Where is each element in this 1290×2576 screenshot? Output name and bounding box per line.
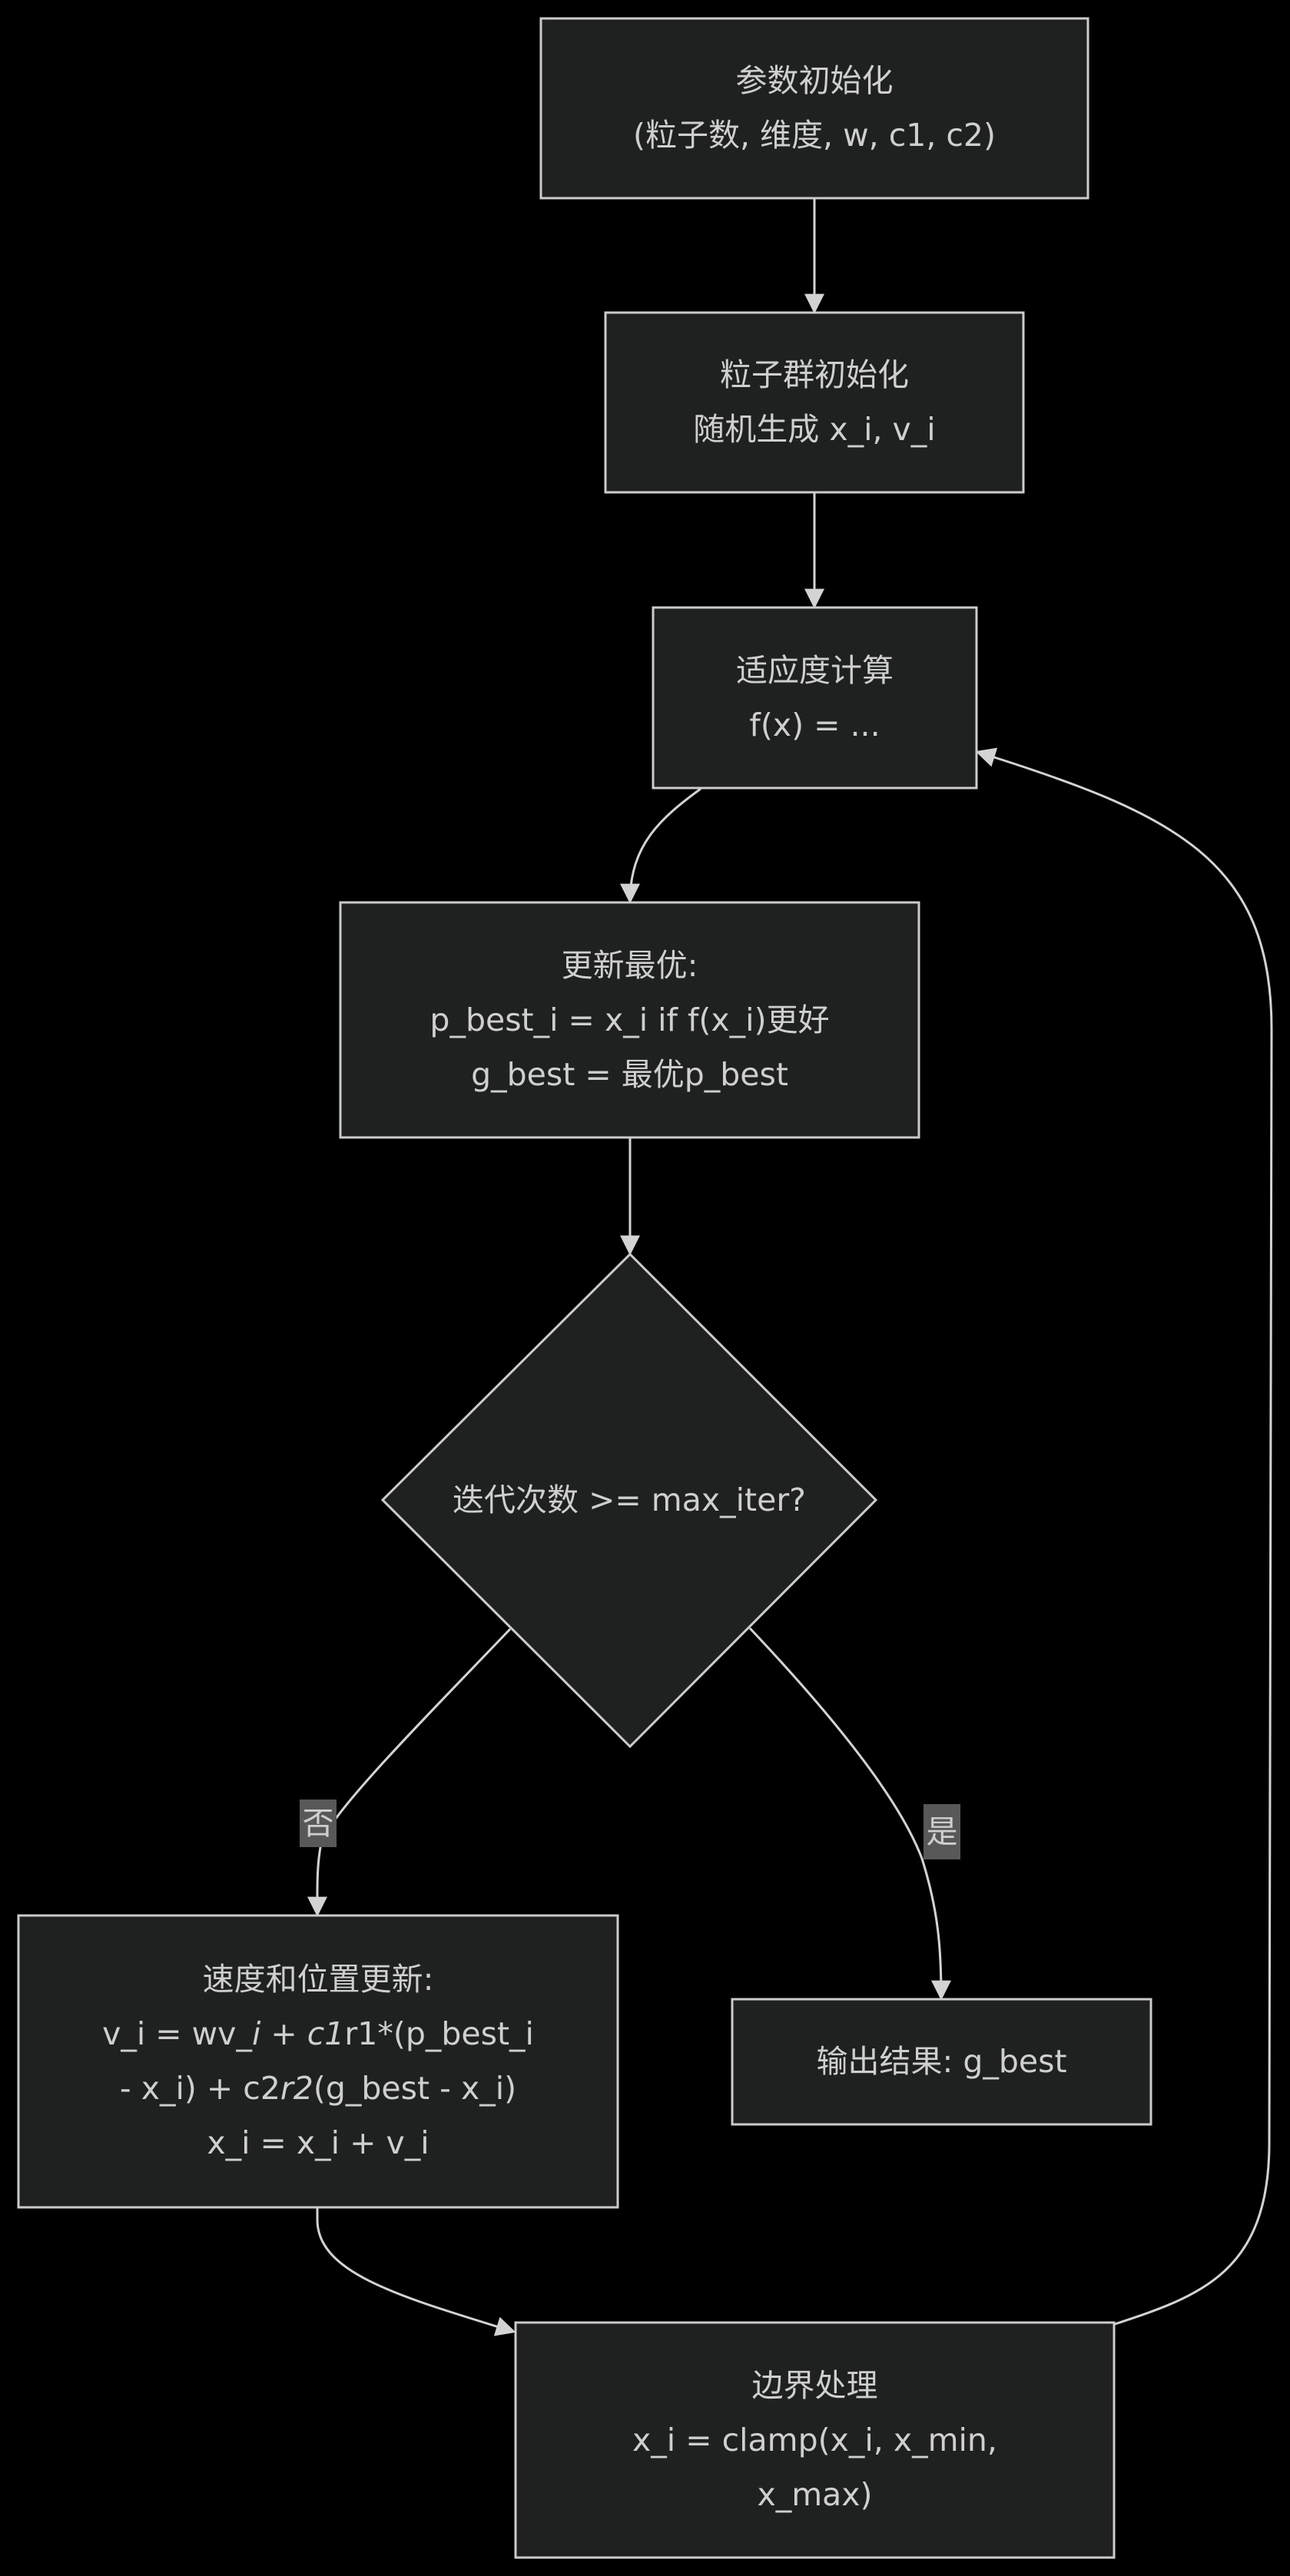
node-fitness[interactable]: [652, 606, 978, 790]
node-decision[interactable]: [380, 1252, 878, 1749]
edge-label-no: 否: [300, 1800, 337, 1847]
node-init-swarm[interactable]: [604, 311, 1025, 494]
node-update-best[interactable]: [339, 901, 920, 1139]
edge-label-yes: 是: [924, 1804, 960, 1859]
edge-decision-no: [307, 1627, 512, 1917]
node-boundary[interactable]: [514, 2321, 1116, 2559]
edge-velocity-to-boundary: [316, 2208, 516, 2336]
node-init-params[interactable]: [539, 17, 1089, 200]
node-output[interactable]: [731, 1998, 1152, 2126]
edge-fitness-to-update-best: [620, 787, 701, 904]
edge-decision-yes: [748, 1627, 951, 2001]
node-velocity-update[interactable]: [17, 1914, 619, 2209]
edge-boundary-to-fitness: [975, 747, 1273, 2326]
